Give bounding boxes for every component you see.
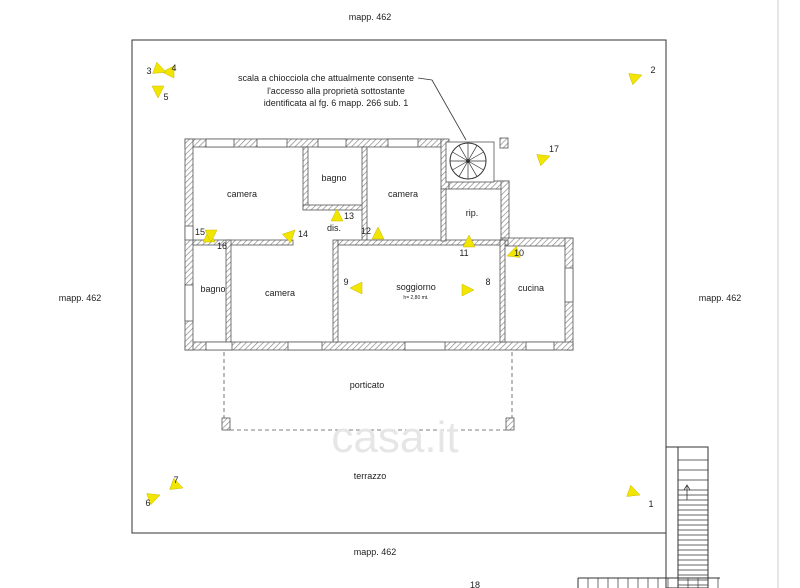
annotation-leader-diag bbox=[431, 79, 467, 141]
viewpoint-label: 11 bbox=[459, 248, 468, 258]
area-terrazzo: terrazzo bbox=[354, 471, 387, 481]
annotation-line-1: scala a chiocciola che attualmente conse… bbox=[238, 73, 414, 83]
viewpoint-marker-17: 17 bbox=[536, 144, 559, 167]
parcel-label-right: mapp. 462 bbox=[699, 293, 742, 303]
room-bagno-left: bagno bbox=[200, 284, 225, 294]
viewpoint-label: 8 bbox=[485, 277, 490, 287]
viewpoint-label: 3 bbox=[146, 66, 151, 76]
viewpoint-label: 4 bbox=[171, 63, 176, 73]
neighbour-stair bbox=[577, 577, 720, 588]
room-camera-bottom: camera bbox=[265, 288, 295, 298]
viewpoint-marker-4: 4 bbox=[152, 61, 177, 74]
room-camera-top-right: camera bbox=[388, 189, 418, 199]
room-soggiorno: soggiorno bbox=[396, 282, 436, 292]
viewpoint-marker-16: 16 bbox=[204, 229, 227, 251]
parcel-label-bottom: mapp. 462 bbox=[354, 547, 397, 557]
viewpoint-label: 14 bbox=[298, 229, 308, 239]
viewpoint-label: 10 bbox=[514, 248, 524, 258]
viewpoint-label: 16 bbox=[217, 241, 227, 251]
viewpoint-marker-8: 8 bbox=[461, 277, 491, 297]
room-bagno-top: bagno bbox=[321, 173, 346, 183]
room-camera-top-left: camera bbox=[227, 189, 257, 199]
viewpoint-label: 1 bbox=[648, 499, 653, 509]
viewpoint-label: 9 bbox=[343, 277, 348, 287]
annotation-leader bbox=[417, 77, 433, 81]
spiral-staircase bbox=[445, 141, 495, 183]
viewpoint-marker-7: 7 bbox=[169, 475, 184, 490]
windows bbox=[184, 138, 574, 351]
viewpoint-marker-10: 10 bbox=[506, 245, 524, 258]
external-staircase bbox=[665, 446, 709, 588]
room-dis: dis. bbox=[327, 223, 341, 233]
building-walls bbox=[184, 137, 574, 351]
viewpoint-marker-6: 6 bbox=[145, 493, 161, 508]
parcel-label-top: mapp. 462 bbox=[349, 12, 392, 22]
room-cucina: cucina bbox=[518, 283, 544, 293]
viewpoint-label: 6 bbox=[145, 498, 150, 508]
viewpoint-marker-14: 14 bbox=[281, 229, 308, 244]
viewpoint-marker-13: 13 bbox=[330, 208, 354, 222]
viewpoint-marker-3: 3 bbox=[146, 65, 175, 79]
viewpoint-marker-12: 12 bbox=[361, 226, 385, 240]
annotation-line-2: l'accesso alla proprietà sottostante bbox=[267, 86, 405, 96]
porticato-outline bbox=[221, 352, 515, 431]
viewpoint-label: 2 bbox=[650, 65, 655, 75]
viewpoint-label: 12 bbox=[361, 226, 371, 236]
viewpoint-marker-1: 1 bbox=[626, 484, 654, 509]
viewpoint-marker-5: 5 bbox=[151, 85, 169, 102]
room-soggiorno-height: h= 2,80 mt. bbox=[403, 295, 428, 301]
annotation-line-3: identificata al fg. 6 mapp. 266 sub. 1 bbox=[264, 98, 409, 108]
viewpoint-label: 17 bbox=[549, 144, 559, 154]
area-porticato: porticato bbox=[350, 380, 385, 390]
viewpoint-marker-11: 11 bbox=[459, 234, 476, 258]
viewpoint-marker-18: 18 bbox=[470, 580, 480, 588]
viewpoint-label: 5 bbox=[163, 92, 168, 102]
viewpoint-label: 18 bbox=[470, 580, 480, 588]
viewpoint-label: 13 bbox=[344, 211, 354, 221]
parcel-boundary bbox=[131, 39, 667, 534]
room-rip: rip. bbox=[466, 208, 479, 218]
viewpoint-label: 15 bbox=[195, 227, 205, 237]
watermark: casa.it bbox=[331, 413, 458, 462]
viewpoint-marker-2: 2 bbox=[628, 65, 656, 86]
viewpoint-marker-9: 9 bbox=[343, 277, 363, 295]
parcel-label-left: mapp. 462 bbox=[59, 293, 102, 303]
viewpoint-label: 7 bbox=[173, 475, 178, 485]
